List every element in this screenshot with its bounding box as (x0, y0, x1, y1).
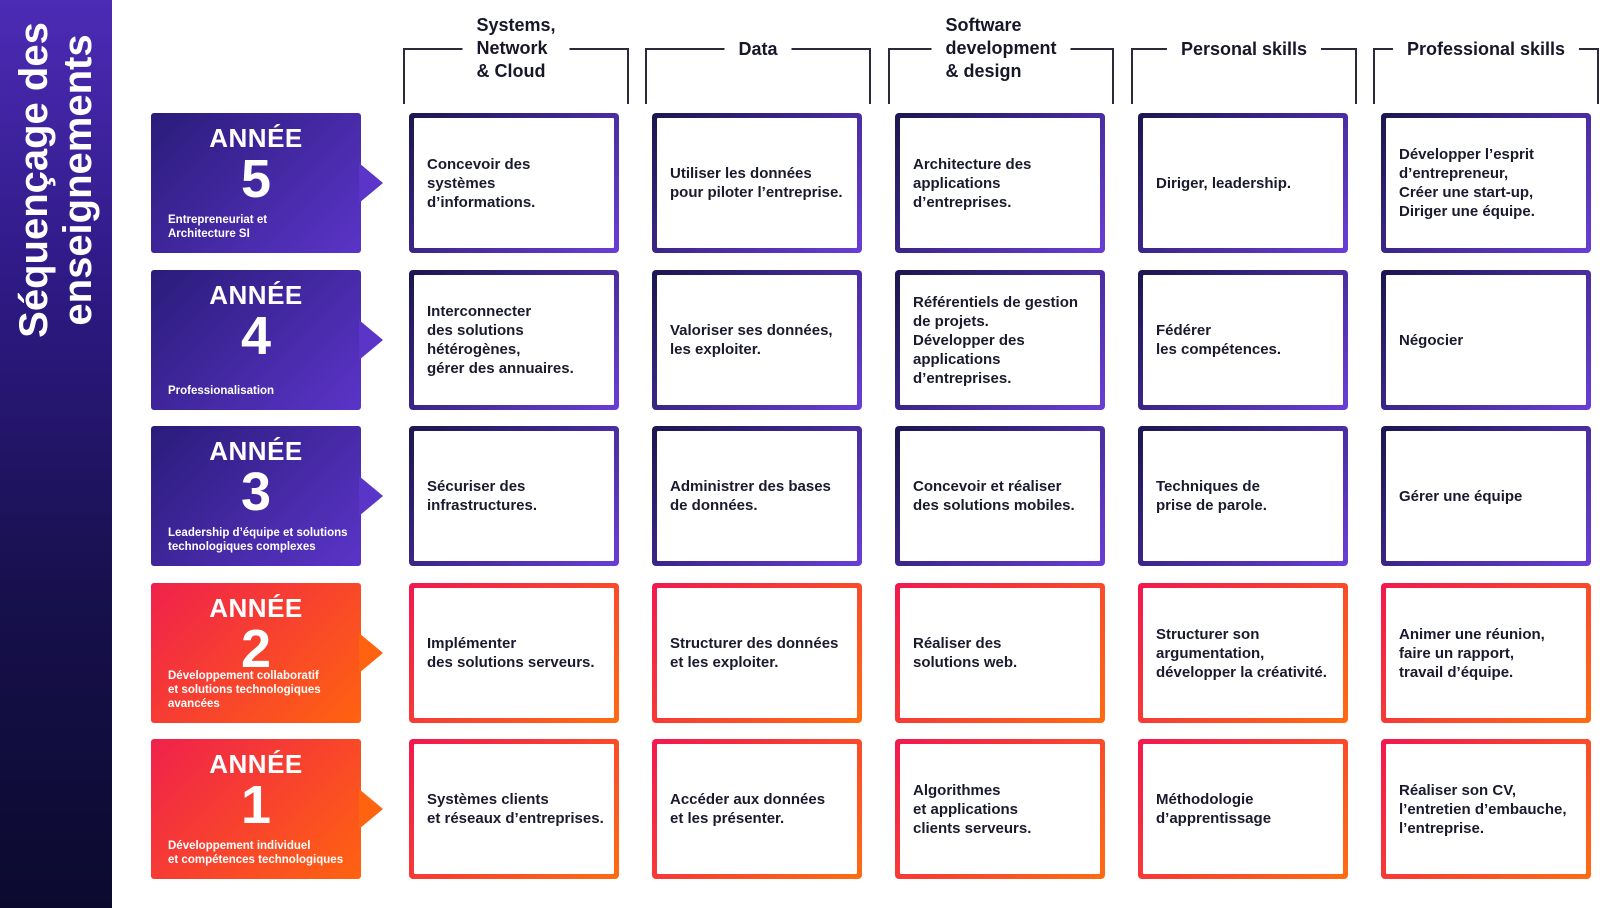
column-header-label: Systems, Network & Cloud (462, 14, 570, 83)
skill-cell: Accéder aux données et les présenter. (652, 739, 862, 879)
column-header-line: & Cloud (476, 61, 546, 81)
skill-cell: Réaliser son CV, l’entretien d’embauche,… (1381, 739, 1591, 879)
skill-text: Fédérer les compétences. (1156, 322, 1282, 358)
skill-text: Techniques de prise de parole. (1156, 478, 1267, 514)
skill-cell: Structurer son argumentation, développer… (1138, 583, 1348, 723)
skill-text: Réaliser son CV, l’entretien d’embauche,… (1399, 781, 1567, 837)
skill-text: Développer l’esprit d’entrepreneur, Crée… (1399, 146, 1535, 220)
year-subtitle: Entrepreneuriat et Architecture SI (168, 214, 268, 240)
skill-cell: Concevoir et réaliser des solutions mobi… (895, 426, 1105, 566)
column-header-line: Network (476, 38, 548, 58)
skill-text: Gérer une équipe (1399, 487, 1523, 505)
column-header-label: Data (724, 38, 792, 61)
year-subtitle: Leadership d’équipe et solutions technol… (168, 527, 348, 553)
skill-text: Concevoir des systèmes d’informations. (427, 155, 536, 211)
skill-text: Sécuriser des infrastructures. (427, 478, 538, 514)
column-header-line: Systems, (476, 15, 556, 35)
year-subtitle: Développement collaboratif et solutions … (168, 670, 321, 710)
skill-cell: Fédérer les compétences. (1138, 270, 1348, 410)
column-header-professional: Professional skills (1373, 14, 1599, 104)
column-header-line: Professional skills (1406, 39, 1566, 59)
year-arrow (359, 163, 383, 203)
year-arrow (359, 476, 383, 516)
year-number: 2 (240, 619, 272, 679)
skill-text: Référentiels de gestion de projets. Déve… (913, 293, 1079, 387)
skill-text: Structurer des données et les exploiter. (670, 635, 839, 671)
year-card-1: ANNÉE 1 Développement individuel et comp… (151, 739, 383, 879)
skill-cell: Structurer des données et les exploiter. (652, 583, 862, 723)
skill-cell: Systèmes clients et réseaux d’entreprise… (409, 739, 619, 879)
skill-cell: Gérer une équipe (1381, 426, 1591, 566)
column-header-line: Personal skills (1180, 39, 1308, 59)
skill-text: Implémenter des solutions serveurs. (427, 635, 595, 671)
year-number: 4 (240, 306, 272, 366)
year-label: ANNÉE (209, 749, 303, 779)
skill-cell: Réaliser des solutions web. (895, 583, 1105, 723)
year-card-2: ANNÉE 2 Développement collaboratif et so… (151, 583, 383, 723)
column-header-line: & design (945, 61, 1022, 81)
side-banner: Séquençage des enseignements (0, 0, 112, 908)
skill-cell: Concevoir des systèmes d’informations. (409, 113, 619, 253)
skill-text: Méthodologie d’apprentissage (1156, 791, 1272, 827)
year-label: ANNÉE (209, 436, 303, 466)
skill-text: Interconnecter des solutions hétérogènes… (427, 303, 574, 377)
year-card-3: ANNÉE 3 Leadership d’équipe et solutions… (151, 426, 383, 566)
skill-text: Structurer son argumentation, développer… (1156, 625, 1327, 681)
year-arrow (359, 789, 383, 829)
year-label: ANNÉE (209, 593, 303, 623)
skill-text: Accéder aux données et les présenter. (670, 791, 826, 827)
skill-text: Négocier (1399, 331, 1464, 349)
column-header-personal: Personal skills (1131, 14, 1357, 104)
skill-text: Concevoir et réaliser des solutions mobi… (913, 478, 1075, 514)
column-header-label: Software development & design (931, 14, 1071, 83)
skill-cell: Développer l’esprit d’entrepreneur, Crée… (1381, 113, 1591, 253)
column-header-line: Software (945, 15, 1022, 35)
skill-text: Valoriser ses données, les exploiter. (670, 322, 833, 358)
skill-cell: Implémenter des solutions serveurs. (409, 583, 619, 723)
column-header-line: Data (738, 39, 778, 59)
skill-text: Réaliser des solutions web. (913, 635, 1018, 671)
column-header-data: Data (645, 14, 871, 104)
skill-cell: Administrer des bases de données. (652, 426, 862, 566)
page-title-line-2: enseignements (56, 34, 100, 326)
skill-cell: Architecture des applications d’entrepri… (895, 113, 1105, 253)
year-number: 1 (240, 775, 272, 835)
year-subtitle: Professionalisation (168, 385, 275, 397)
year-arrow (359, 633, 383, 673)
year-number: 5 (240, 149, 272, 209)
skill-cell: Algorithmes et applications clients serv… (895, 739, 1105, 879)
skill-text: Diriger, leadership. (1156, 174, 1292, 192)
skill-text: Systèmes clients et réseaux d’entreprise… (427, 791, 604, 827)
page-title-line-1: Séquençage des (12, 22, 56, 338)
skill-text: Animer une réunion, faire un rapport, tr… (1399, 625, 1545, 681)
skill-text: Administrer des bases de données. (670, 478, 831, 514)
year-label: ANNÉE (209, 123, 303, 153)
year-card-4: ANNÉE 4 Professionalisation (151, 270, 383, 410)
year-arrow (359, 320, 383, 360)
year-subtitle: Développement individuel et compétences … (168, 840, 344, 866)
skill-cell: Sécuriser des infrastructures. (409, 426, 619, 566)
year-card-5: ANNÉE 5 Entrepreneuriat et Architecture … (151, 113, 383, 253)
skill-cell: Utiliser les données pour piloter l’entr… (652, 113, 862, 253)
year-label: ANNÉE (209, 280, 303, 310)
column-header-label: Personal skills (1166, 38, 1322, 61)
skill-text: Utiliser les données pour piloter l’entr… (670, 165, 843, 201)
skill-cell: Négocier (1381, 270, 1591, 410)
column-header-software: Software development & design (888, 14, 1114, 104)
skill-text: Algorithmes et applications clients serv… (913, 781, 1032, 837)
year-number: 3 (240, 462, 272, 522)
page-title: Séquençage des enseignements (12, 22, 100, 338)
skill-cell: Animer une réunion, faire un rapport, tr… (1381, 583, 1591, 723)
skill-cell: Valoriser ses données, les exploiter. (652, 270, 862, 410)
column-header-label: Professional skills (1392, 38, 1580, 61)
column-header-systems: Systems, Network & Cloud (403, 14, 629, 104)
skill-cell: Interconnecter des solutions hétérogènes… (409, 270, 619, 410)
skill-cell: Diriger, leadership. (1138, 113, 1348, 253)
skill-text: Architecture des applications d’entrepri… (913, 155, 1032, 211)
column-header-line: development (945, 38, 1057, 58)
skill-cell: Techniques de prise de parole. (1138, 426, 1348, 566)
skill-cell: Référentiels de gestion de projets. Déve… (895, 270, 1105, 410)
skill-cell: Méthodologie d’apprentissage (1138, 739, 1348, 879)
